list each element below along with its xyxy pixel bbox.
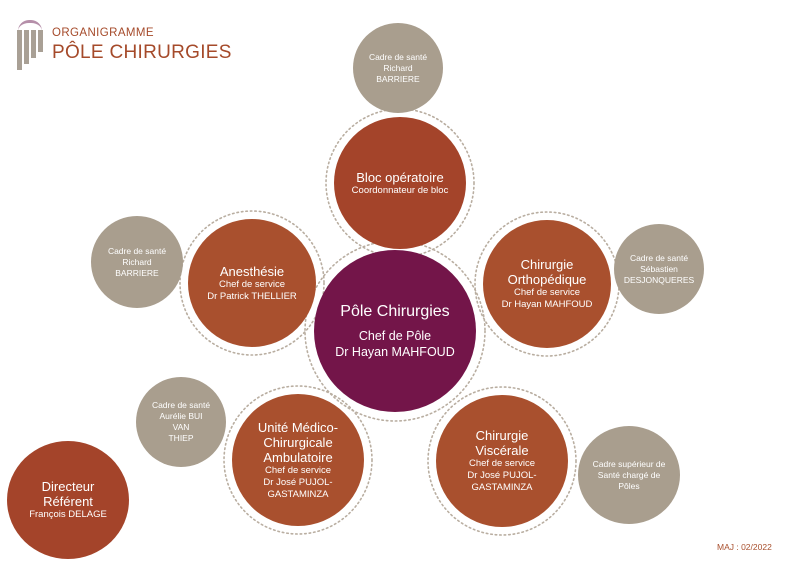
cadre-anesthesie-node: Cadre de santé Richard BARRIERE	[91, 216, 183, 308]
umca-role: Chef de service	[264, 464, 331, 476]
umca-chef-2: GASTAMINZA	[267, 488, 329, 500]
ring-umca	[223, 385, 373, 535]
cadre-bloc-name: Richard BARRIERE	[376, 62, 420, 84]
bloc-role: Coordonnateur de bloc	[351, 184, 449, 196]
cadre-superieur-2: Santé chargé de	[597, 469, 661, 480]
pole-chirurgies-center-node: Pôle Chirurgies Chef de Pôle Dr Hayan MA…	[314, 250, 476, 412]
anesthesie-node: Anesthésie Chef de service Dr Patrick TH…	[188, 219, 316, 347]
anesthesie-role: Chef de service	[218, 278, 285, 290]
anesthesie-title: Anesthésie	[219, 263, 285, 279]
ring-anesthesie	[179, 210, 325, 356]
umca-chef-1: Dr José PUJOL-	[263, 476, 333, 488]
ring-visc	[427, 386, 577, 536]
cadre-superieur-1: Cadre supérieur de	[592, 458, 666, 469]
directeur-referent-node: Directeur Référent François DELAGE	[7, 441, 129, 559]
umca-title-3: Ambulatoire	[263, 449, 333, 465]
cadre-umca-label: Cadre de santé	[151, 400, 211, 410]
directeur-title: Directeur Référent	[41, 479, 95, 509]
cadre-ortho-name-1: Sébastien	[640, 263, 678, 274]
visc-title-2: Viscérale	[475, 443, 529, 458]
cadre-umca-name-2: THIEP	[168, 433, 194, 443]
ortho-chef: Dr Hayan MAHFOUD	[501, 299, 593, 310]
cadre-bloc-node: Cadre de santé Richard BARRIERE	[353, 23, 443, 113]
umca-title-1: Unité Médico-	[257, 419, 339, 435]
update-date: MAJ : 02/2022	[717, 542, 772, 552]
bloc-operatoire-node: Bloc opératoire Coordonnateur de bloc	[334, 117, 466, 249]
anesthesie-chef: Dr Patrick THELLIER	[207, 290, 297, 302]
cadre-superieur-3: Pôles	[618, 480, 640, 491]
chirurgie-orthopedique-node: Chirurgie Orthopédique Chef de service D…	[483, 220, 611, 348]
cadre-ortho-node: Cadre de santé Sébastien DESJONQUERES	[614, 224, 704, 314]
center-name: Dr Hayan MAHFOUD	[335, 345, 455, 359]
unite-medico-chirurgicale-ambulatoire-node: Unité Médico- Chirurgicale Ambulatoire C…	[232, 394, 364, 526]
header-kicker: ORGANIGRAMME	[52, 27, 154, 39]
visc-role: Chef de service	[468, 458, 535, 469]
bloc-title: Bloc opératoire	[356, 169, 444, 185]
cadre-bloc-label: Cadre de santé	[368, 51, 428, 62]
chirurgie-viscerale-node: Chirurgie Viscérale Chef de service Dr J…	[436, 395, 568, 527]
cadre-anesthesie-label: Cadre de santé	[107, 245, 167, 256]
directeur-name: François DELAGE	[29, 509, 107, 520]
cadre-anesthesie-name: Richard BARRIERE	[115, 256, 159, 278]
ortho-title-1: Chirurgie	[520, 257, 574, 272]
visc-title-1: Chirurgie	[475, 428, 529, 443]
visc-chef-2: GASTAMINZA	[471, 482, 533, 493]
ortho-role: Chef de service	[513, 287, 580, 298]
center-title: Pôle Chirurgies	[340, 303, 450, 320]
umca-title-2: Chirurgicale	[263, 434, 333, 450]
center-role: Chef de Pôle	[358, 329, 432, 343]
page-title: PÔLE CHIRURGIES	[52, 42, 232, 63]
cadre-umca-name-1: Aurélie BUI VAN	[159, 411, 203, 432]
cadre-ortho-name-2: DESJONQUERES	[623, 274, 695, 285]
cadre-superieur-node: Cadre supérieur de Santé chargé de Pôles	[578, 426, 680, 524]
visc-chef-1: Dr José PUJOL-	[467, 470, 537, 481]
ortho-title-2: Orthopédique	[507, 272, 587, 287]
logo-icon	[14, 14, 44, 72]
cadre-umca-node: Cadre de santé Aurélie BUI VAN THIEP	[136, 377, 226, 467]
cadre-ortho-label: Cadre de santé	[629, 252, 689, 263]
